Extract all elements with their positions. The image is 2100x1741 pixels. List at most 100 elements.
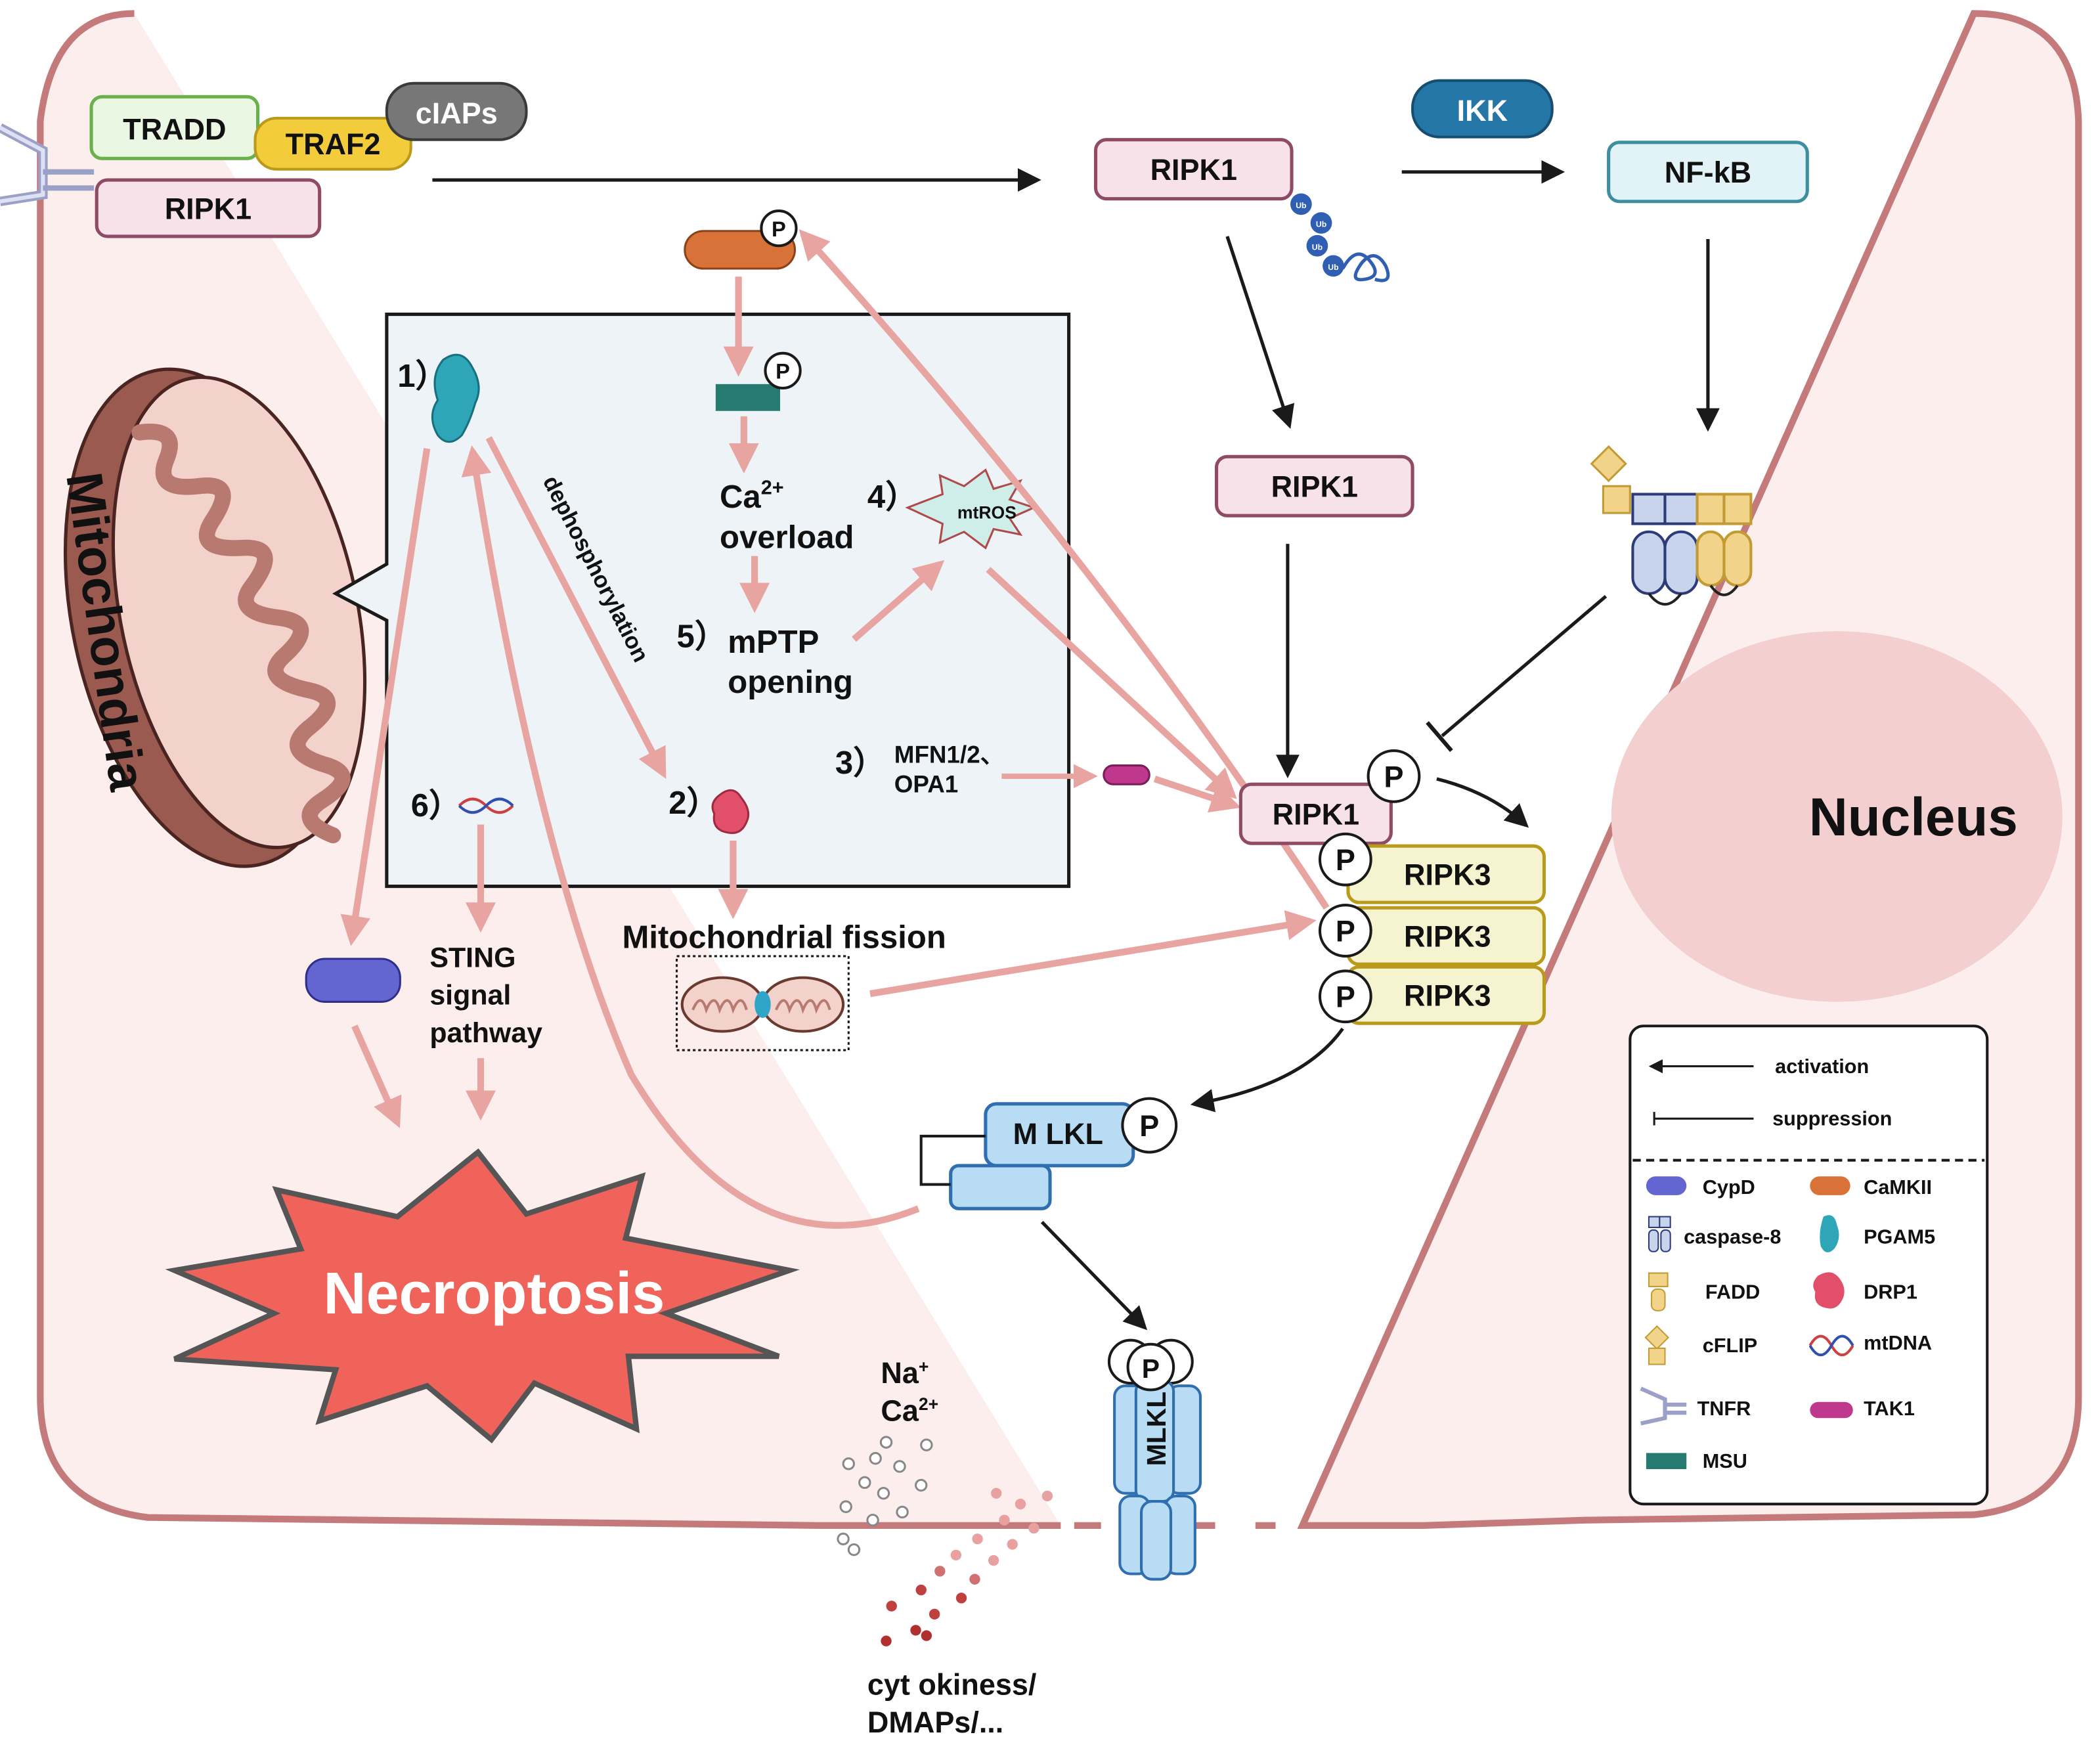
arrow-ripk1p-ripk3 xyxy=(1436,777,1529,828)
legend-mtdna-label: mtDNA xyxy=(1864,1332,1932,1354)
arrow-mtros-ripk1 xyxy=(986,567,1237,799)
ripk1-mid-box xyxy=(1214,454,1414,518)
mlkl-phospho xyxy=(1121,1097,1178,1154)
ripk3-phospho-label-1: P xyxy=(1336,843,1355,877)
mtros-label: mtROS xyxy=(957,502,1017,522)
legend-camkii-label: CaMKII xyxy=(1864,1176,1932,1199)
step6-label: 6） xyxy=(411,788,461,824)
arrow-pgam5-cypd xyxy=(340,448,431,946)
mlkl-phospho-label: P xyxy=(1139,1109,1159,1143)
svg-text:Ub: Ub xyxy=(1316,220,1326,229)
arrow-mlkl-pgam5 xyxy=(461,445,920,1229)
sting-line3: pathway xyxy=(429,1017,542,1049)
nucleus xyxy=(1611,631,2063,1002)
legend-mtdna-icon xyxy=(1808,1334,1854,1357)
ca-overload-label: Ca2+ xyxy=(720,477,784,515)
traf2-label: TRAF2 xyxy=(286,127,381,161)
legend-fadd-label: FADD xyxy=(1705,1281,1760,1303)
mptp-label: mPTP xyxy=(728,625,819,660)
mtdna-icon xyxy=(458,797,514,814)
cell-membrane xyxy=(37,10,2082,1529)
legend-box xyxy=(1629,1025,1989,1506)
legend-drp1-label: DRP1 xyxy=(1864,1281,1917,1303)
ripk3-phospho-2 xyxy=(1318,904,1372,958)
camkii-phospho-label: P xyxy=(772,217,786,241)
legend-drp1-icon xyxy=(1813,1272,1845,1309)
arrow-mlkl-pore xyxy=(1040,1220,1148,1331)
legend-msu-icon xyxy=(1646,1453,1687,1470)
nucleus-label: Nucleus xyxy=(1809,787,2018,847)
ciaps-label: cIAPs xyxy=(416,97,498,130)
opa1-label: OPA1 xyxy=(894,770,958,797)
arrow-mptp-mtros xyxy=(852,560,945,642)
release-line1: cyt okiness/ xyxy=(867,1668,1037,1702)
arrow-ripk3-mlkl xyxy=(1190,1027,1344,1113)
legend-camkii-icon xyxy=(1810,1176,1850,1195)
legend-pgam5-icon xyxy=(1820,1215,1839,1252)
caspase8-fadd-cflip-complex xyxy=(1590,445,1753,606)
overload-label: overload xyxy=(720,519,854,555)
mlkl-pore-phospho-label: P xyxy=(1142,1354,1160,1384)
tak1-protein xyxy=(1103,764,1150,785)
ripk1-necrosome-label: RIPK1 xyxy=(1273,798,1359,831)
traf2-box xyxy=(253,116,412,171)
legend-tak1-icon xyxy=(1810,1401,1853,1419)
msu-phospho-label: P xyxy=(776,359,790,384)
mlkl-linker xyxy=(919,1134,986,1186)
nfkb-label: NF-kB xyxy=(1665,156,1751,189)
step2-label: 2） xyxy=(668,785,718,821)
mptp-opening-label: opening xyxy=(728,665,853,700)
suppression-bar xyxy=(1426,721,1453,753)
ca-ion-label: Ca2+ xyxy=(881,1394,938,1427)
ripk3-phospho-3 xyxy=(1318,969,1372,1024)
mito-fission-label: Mitochondrial fission xyxy=(622,920,946,956)
svg-text:Ub: Ub xyxy=(1312,242,1323,252)
ripk1-receptor-label: RIPK1 xyxy=(165,192,252,225)
mito-box xyxy=(332,312,1071,889)
fission-frame xyxy=(676,955,850,1051)
ripk1-top-box xyxy=(1093,138,1294,201)
tnfr-receptor xyxy=(0,123,95,206)
legend-tnfr-label: TNFR xyxy=(1697,1398,1751,1420)
legend-pgam5-label: PGAM5 xyxy=(1864,1225,1935,1248)
step5-label: 5） xyxy=(677,619,727,655)
ripk3-phospho-label-3: P xyxy=(1336,981,1355,1014)
ikk-box xyxy=(1411,79,1554,139)
ikk-label: IKK xyxy=(1457,94,1508,127)
ciaps-box xyxy=(385,81,528,141)
legend-caspase8-icon xyxy=(1648,1216,1671,1252)
mlkl-dimer-box-2 xyxy=(949,1164,1052,1210)
legend-caspase8-label: caspase-8 xyxy=(1684,1225,1781,1248)
tradd-label: TRADD xyxy=(123,113,226,146)
drp1-protein xyxy=(711,789,750,834)
arrow-tak1-ripk1 xyxy=(1153,776,1241,813)
ripk1-phospho xyxy=(1367,749,1421,803)
ripk1-phospho-label: P xyxy=(1384,760,1403,793)
mfn-label: MFN1/2、 xyxy=(894,741,1005,768)
ripk3-label-1: RIPK3 xyxy=(1404,858,1491,892)
sting-line1: STING xyxy=(429,942,515,973)
mlkl-pore-phospho xyxy=(1126,1342,1175,1392)
svg-text:Ub: Ub xyxy=(1296,201,1306,210)
ripk1-mid-label: RIPK1 xyxy=(1271,470,1358,504)
step3-label: 3） xyxy=(835,745,885,781)
necroptosis-label: Necroptosis xyxy=(324,1261,665,1327)
ripk1-receptor-box xyxy=(95,178,322,238)
na-label: Na+ xyxy=(881,1356,929,1390)
mlkl-pore-label: MLKL xyxy=(1141,1392,1171,1466)
fission-mitochondrion-icon xyxy=(680,976,845,1033)
ripk1-necrosome-box xyxy=(1238,782,1393,845)
legend-cflip-label: cFLIP xyxy=(1703,1334,1757,1357)
ubiquitin-chain: Ub Ub Ub Ub xyxy=(1290,193,1390,282)
ripk1-top-label: RIPK1 xyxy=(1150,153,1237,187)
legend-msu-label: MSU xyxy=(1703,1450,1747,1472)
arrow-cypd-necroptosis xyxy=(351,1025,402,1128)
cypd-protein xyxy=(305,958,401,1003)
legend-cypd-label: CypD xyxy=(1703,1176,1755,1199)
legend-cypd-icon xyxy=(1646,1176,1687,1195)
suppression-line xyxy=(1441,594,1608,738)
pgam5-protein xyxy=(431,353,480,443)
camkii-phospho xyxy=(760,209,798,248)
msu-crystal xyxy=(715,384,781,411)
